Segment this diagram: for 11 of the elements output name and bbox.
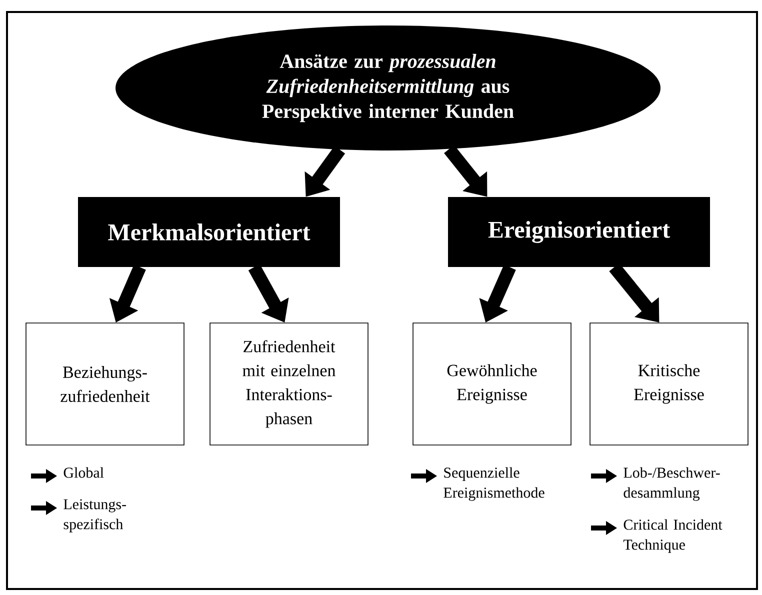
method-box: Beziehungs- zufriedenheit [26, 322, 184, 446]
bullet-text: Leistungs- spezifisch [64, 499, 126, 532]
method-box: Kritische Ereignisse [590, 322, 748, 446]
bullet-text: Global [64, 467, 104, 478]
bullet-text: Sequenzielle Ereignismethode [444, 467, 544, 501]
category-box: Ereignisorientiert [448, 197, 710, 267]
category-box: Merkmalsorientiert [78, 197, 340, 267]
method-box: Zufriedenheit mit einzelnen Interaktions- phasen [210, 322, 368, 446]
bullet-text: Critical Incident Technique [623, 519, 722, 553]
bullet-text: Lob-/Beschwer- desammlung [624, 467, 720, 501]
method-box: Gewöhnliche Ereignisse [412, 322, 572, 446]
